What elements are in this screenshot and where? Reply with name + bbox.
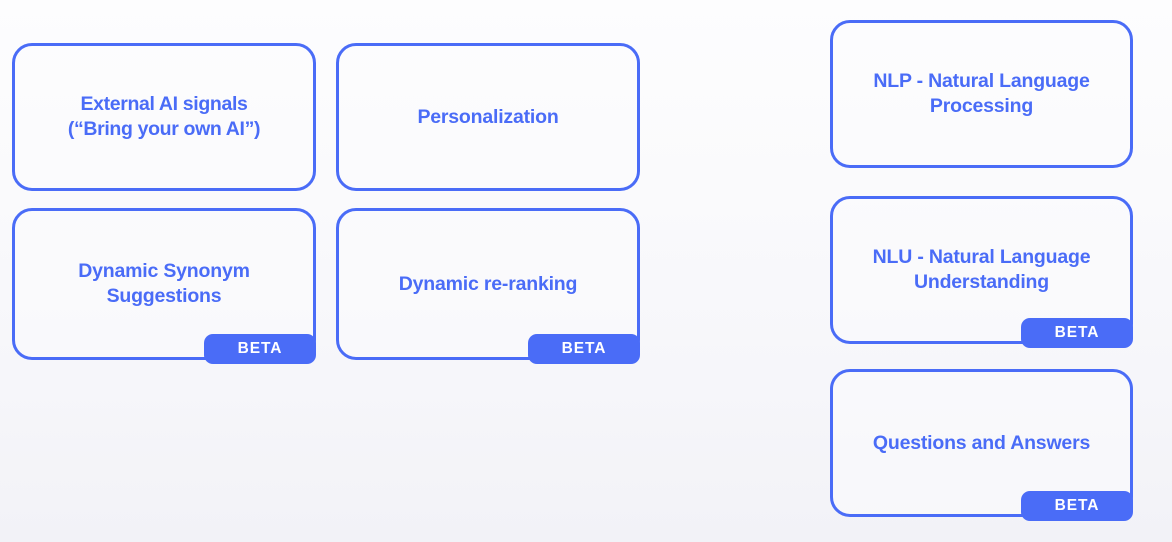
card-nlu-natural-language-understanding[interactable]: NLU - Natural Language Understanding BET… [830, 196, 1133, 348]
card-nlp-natural-language-processing[interactable]: NLP - Natural Language Processing [830, 20, 1133, 168]
status-badge-label: BETA [561, 340, 607, 357]
status-badge-label: BETA [1054, 324, 1100, 341]
card-label: NLU - Natural Language Understanding [872, 246, 1091, 293]
card-label: Dynamic Synonym Suggestions [78, 260, 250, 307]
status-badge-label: BETA [1054, 497, 1100, 514]
card-external-ai-signals[interactable]: External AI signals (“Bring your own AI”… [12, 43, 316, 191]
status-badge-beta: BETA [1021, 491, 1133, 521]
card-dynamic-synonym-suggestions[interactable]: Dynamic Synonym Suggestions BETA [12, 208, 316, 364]
card-label: Dynamic re-ranking [398, 272, 578, 295]
card-label: Questions and Answers [872, 431, 1091, 454]
card-personalization[interactable]: Personalization [336, 43, 640, 191]
status-badge-beta: BETA [1021, 318, 1133, 348]
card-label: Personalization [417, 105, 559, 128]
status-badge-beta: BETA [204, 334, 316, 364]
card-dynamic-re-ranking[interactable]: Dynamic re-ranking BETA [336, 208, 640, 364]
card-label: External AI signals (“Bring your own AI”… [67, 93, 261, 140]
card-label: NLP - Natural Language Processing [873, 70, 1090, 117]
status-badge-label: BETA [237, 340, 283, 357]
card-questions-and-answers[interactable]: Questions and Answers BETA [830, 369, 1133, 521]
status-badge-beta: BETA [528, 334, 640, 364]
